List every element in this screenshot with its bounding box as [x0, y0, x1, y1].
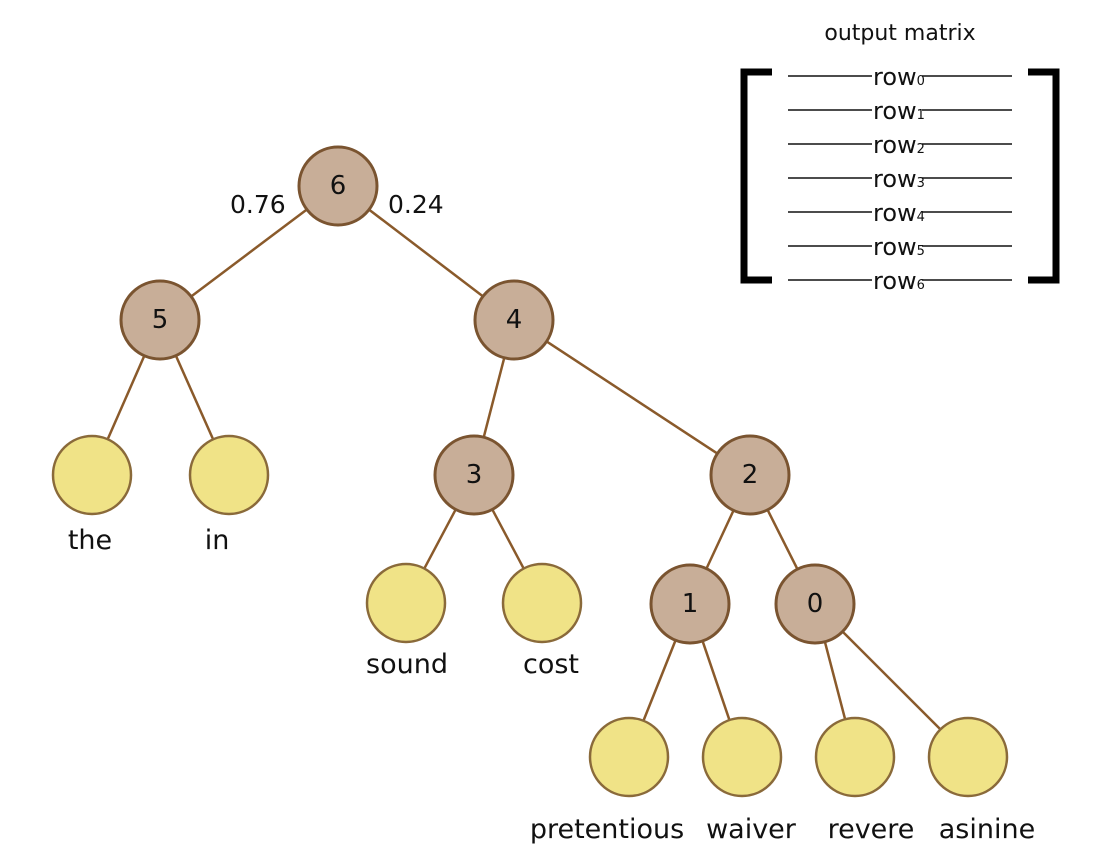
tree-edge-1-pretentious	[642, 639, 677, 722]
leaf-node-revere	[814, 716, 896, 798]
leaf-node-asinine	[927, 716, 1009, 798]
inner-node-circle	[119, 279, 201, 361]
inner-node-label: 1	[682, 589, 699, 619]
leaf-word-pretentious: pretentious	[530, 814, 684, 845]
tree-node-3: 3	[433, 434, 515, 516]
row-subscript: 1	[917, 108, 925, 123]
tree-node-4: 4	[473, 279, 555, 361]
tree-edge-3-sound	[423, 508, 457, 570]
tree-nodes: 6 5 4 3 2 1 0	[51, 145, 1009, 798]
leaf-node-cost	[501, 562, 583, 644]
edge-probability-left: 0.76	[230, 190, 286, 219]
tree-node-6: 6	[297, 145, 379, 227]
matrix-row-0: row0	[788, 63, 1012, 91]
leaf-node-sound	[365, 562, 447, 644]
inner-node-circle	[433, 434, 515, 516]
matrix-row-4: row4	[788, 199, 1012, 227]
matrix-row-2: row2	[788, 131, 1012, 159]
output-matrix: output matrix row0row1row2row3row4row5ro…	[740, 21, 1060, 295]
leaf-word-sound: sound	[366, 649, 448, 680]
inner-node-label: 6	[330, 171, 347, 201]
inner-node-label: 5	[152, 305, 169, 335]
tree-node-5: 5	[119, 279, 201, 361]
tree-edge-0-asinine	[841, 630, 942, 731]
matrix-left-bracket	[740, 68, 772, 284]
leaf-word-asinine: asinine	[939, 814, 1035, 845]
tree-edge-0-revere	[823, 641, 847, 720]
output-matrix-title: output matrix	[824, 21, 975, 46]
tree-edge-5-in	[174, 355, 215, 440]
row-subscript: 2	[917, 142, 925, 157]
tree-edge-2-1	[705, 509, 735, 570]
leaf-node-the	[51, 434, 133, 516]
inner-node-label: 0	[807, 589, 824, 619]
matrix-row-1: row1	[788, 97, 1012, 125]
tree-edge-6-4	[368, 208, 484, 298]
tree-edges	[106, 208, 942, 731]
leaf-node-in	[188, 434, 270, 516]
row-subscript: 6	[917, 278, 925, 293]
row-subscript: 0	[917, 74, 925, 89]
tree-edge-2-0	[766, 509, 799, 570]
row-label: row2	[873, 131, 925, 159]
tree-edge-5-the	[106, 355, 146, 440]
row-label: row1	[873, 97, 925, 125]
row-label: row4	[873, 199, 925, 227]
leaf-labels: the in sound cost pretentious waiver revere asi…	[68, 525, 1035, 845]
matrix-rows: row0 row1 row2 row3 row4 row5 row6	[788, 63, 1012, 295]
inner-node-label: 2	[742, 460, 759, 490]
matrix-row-3: row3	[788, 165, 1012, 193]
inner-node-circle	[709, 434, 791, 516]
edge-probability-right: 0.24	[388, 190, 444, 219]
matrix-right-bracket	[1028, 68, 1060, 284]
leaf-word-the: the	[68, 525, 112, 556]
inner-node-circle	[649, 563, 731, 645]
row-label: row3	[873, 165, 925, 193]
row-label: row0	[873, 63, 925, 91]
row-subscript: 4	[917, 210, 925, 225]
tree-edge-4-2	[545, 340, 719, 455]
tree-edge-1-waiver	[701, 640, 731, 721]
inner-node-circle	[473, 279, 555, 361]
leaf-node-waiver	[701, 716, 783, 798]
inner-node-label: 4	[506, 305, 523, 335]
row-label: row6	[873, 267, 925, 295]
inner-node-circle	[297, 145, 379, 227]
matrix-row-5: row5	[788, 233, 1012, 261]
row-label: row5	[873, 233, 925, 261]
tree-edge-6-5	[190, 208, 308, 298]
inner-node-circle	[774, 563, 856, 645]
tree-node-0: 0	[774, 563, 856, 645]
leaf-word-waiver: waiver	[706, 814, 797, 845]
row-subscript: 3	[917, 176, 925, 191]
leaf-word-in: in	[205, 525, 230, 556]
tree-edge-3-cost	[491, 508, 525, 570]
row-subscript: 5	[917, 244, 925, 259]
tree-node-1: 1	[649, 563, 731, 645]
tree-edge-4-3	[482, 357, 506, 438]
leaf-word-cost: cost	[523, 649, 579, 680]
inner-node-label: 3	[466, 460, 483, 490]
matrix-row-6: row6	[788, 267, 1012, 295]
leaf-node-pretentious	[588, 716, 670, 798]
tree-node-2: 2	[709, 434, 791, 516]
leaf-word-revere: revere	[828, 814, 915, 845]
